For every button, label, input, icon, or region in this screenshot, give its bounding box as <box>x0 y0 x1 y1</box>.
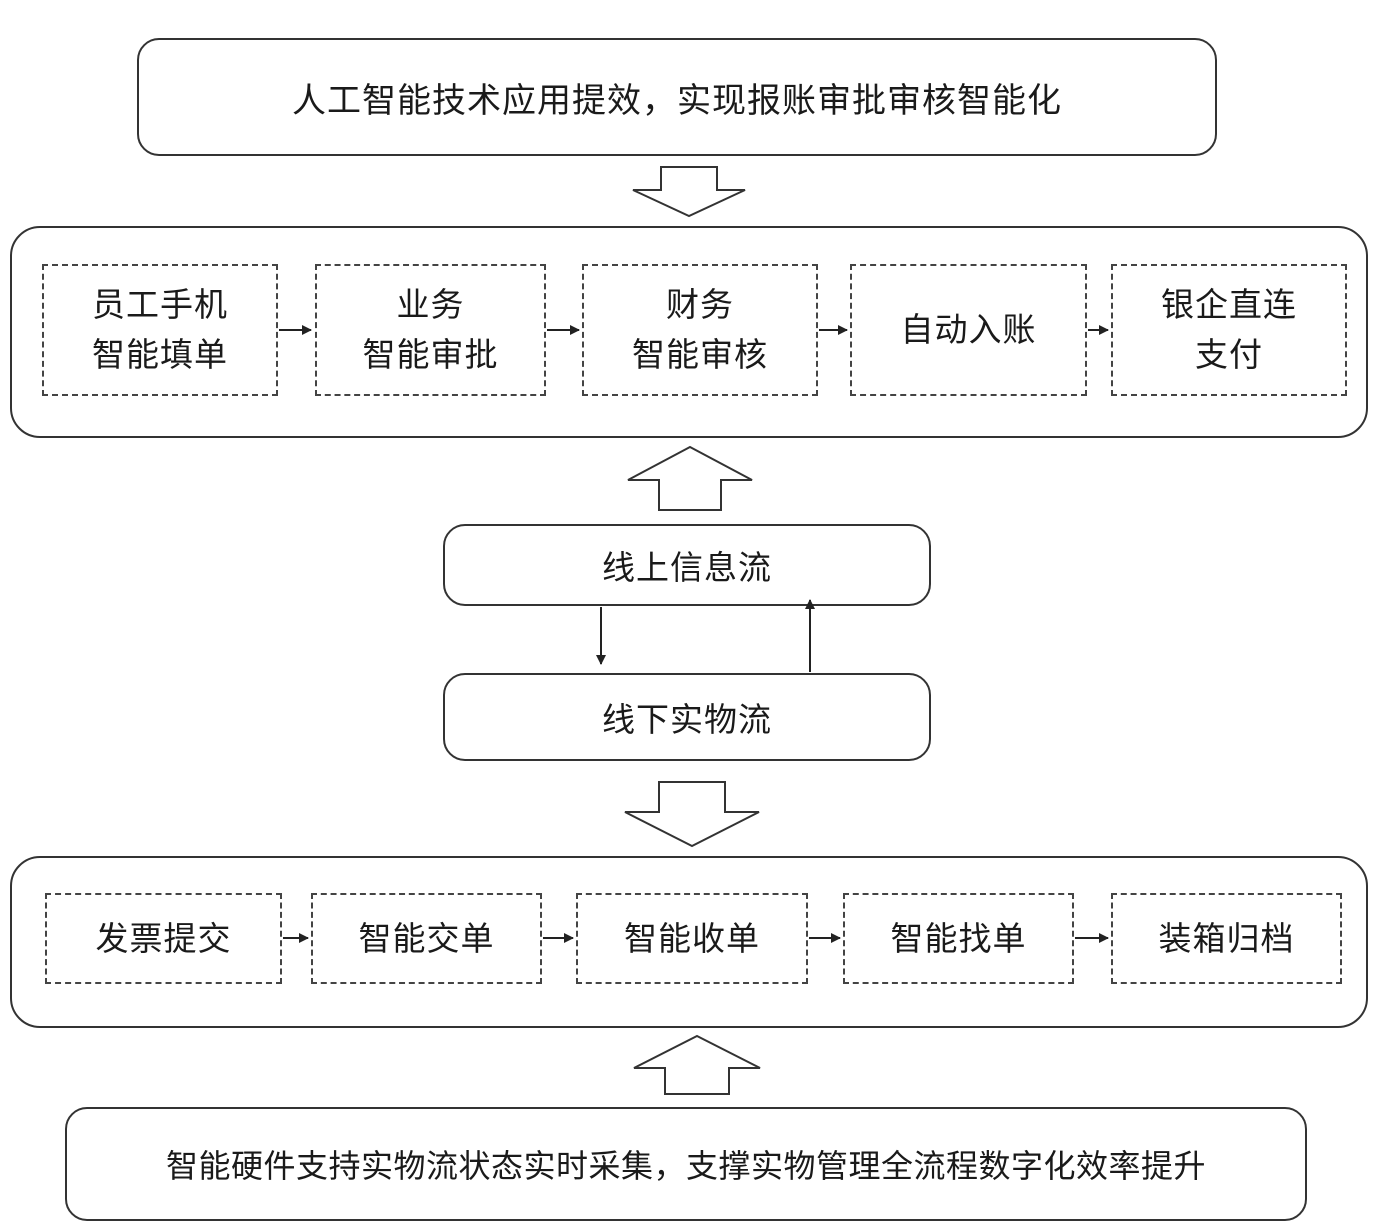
offline-step-2: 智能交单 <box>311 893 542 984</box>
top-statement-text: 人工智能技术应用提效，实现报账审批审核智能化 <box>292 80 1062 121</box>
offline-step-1-label: 发票提交 <box>95 918 232 958</box>
bottom-statement-box: 智能硬件支持实物流状态实时采集，支撑实物管理全流程数字化效率提升 <box>65 1107 1307 1221</box>
offline-step-1: 发票提交 <box>45 893 282 984</box>
bottom-statement-text: 智能硬件支持实物流状态实时采集，支撑实物管理全流程数字化效率提升 <box>165 1147 1206 1185</box>
hollow-down-arrow-icon <box>632 166 746 218</box>
offline-step-5: 装箱归档 <box>1111 893 1342 984</box>
offline-physical-flow-box: 线下实物流 <box>443 673 931 761</box>
online-step-3: 财务 智能审核 <box>582 264 818 396</box>
online-step-3-label: 财务 智能审核 <box>632 285 768 374</box>
offline-step-5-label: 装箱归档 <box>1158 918 1295 958</box>
online-info-flow-box: 线上信息流 <box>443 524 931 606</box>
online-step-5: 银企直连 支付 <box>1111 264 1347 396</box>
offline-physical-flow-label: 线下实物流 <box>602 700 772 739</box>
offline-step-2-label: 智能交单 <box>358 918 495 958</box>
online-step-4: 自动入账 <box>850 264 1087 396</box>
online-step-2-label: 业务 智能审批 <box>362 285 499 374</box>
top-statement-box: 人工智能技术应用提效，实现报账审批审核智能化 <box>137 38 1217 156</box>
hollow-up-arrow-icon <box>633 1034 761 1095</box>
hollow-up-arrow-icon <box>627 445 753 511</box>
offline-step-3-label: 智能收单 <box>624 918 760 958</box>
offline-step-4-label: 智能找单 <box>890 918 1027 958</box>
online-step-4-label: 自动入账 <box>900 310 1037 349</box>
offline-step-3: 智能收单 <box>576 893 808 984</box>
online-step-5-label: 银企直连 支付 <box>1161 285 1297 374</box>
hollow-down-arrow-icon <box>624 781 760 848</box>
online-step-1-label: 员工手机 智能填单 <box>92 285 228 374</box>
online-step-2: 业务 智能审批 <box>315 264 546 396</box>
online-step-1: 员工手机 智能填单 <box>42 264 278 396</box>
offline-step-4: 智能找单 <box>843 893 1074 984</box>
online-info-flow-label: 线上信息流 <box>602 548 772 587</box>
